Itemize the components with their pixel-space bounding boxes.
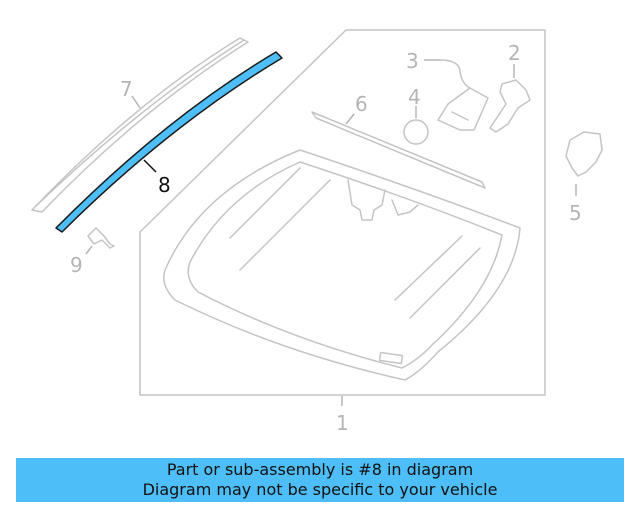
leader-7 [131, 95, 141, 109]
part-2-bracket [489, 79, 531, 133]
part-6-strip [311, 111, 486, 189]
part-9-clip [87, 227, 115, 249]
windshield-assembly-frame [139, 29, 546, 396]
leader-9 [85, 245, 93, 255]
callout-7: 7 [120, 77, 133, 101]
info-banner: Part or sub-assembly is #8 in diagram Di… [16, 458, 624, 502]
callout-3: 3 [406, 49, 419, 73]
leader-6 [345, 113, 355, 125]
banner-line-2: Diagram may not be specific to your vehi… [142, 480, 498, 499]
callout-1: 1 [336, 411, 349, 435]
callout-6: 6 [355, 92, 368, 116]
callout-9: 9 [70, 253, 83, 277]
banner-line-1: Part or sub-assembly is #8 in diagram [166, 460, 474, 479]
part-7-molding [31, 37, 249, 213]
callout-2: 2 [508, 41, 521, 65]
parts-diagram: 1 2 3 4 5 6 7 8 9 [31, 29, 603, 435]
part-3-bracket [437, 59, 489, 131]
leader-8 [143, 159, 157, 173]
windshield-glass [163, 149, 521, 381]
callout-8: 8 [158, 173, 171, 197]
part-5-module [565, 131, 603, 177]
callout-5: 5 [569, 201, 582, 225]
part-4-sensor [403, 119, 429, 145]
part-8-molding [55, 51, 283, 233]
callout-4: 4 [408, 85, 421, 109]
